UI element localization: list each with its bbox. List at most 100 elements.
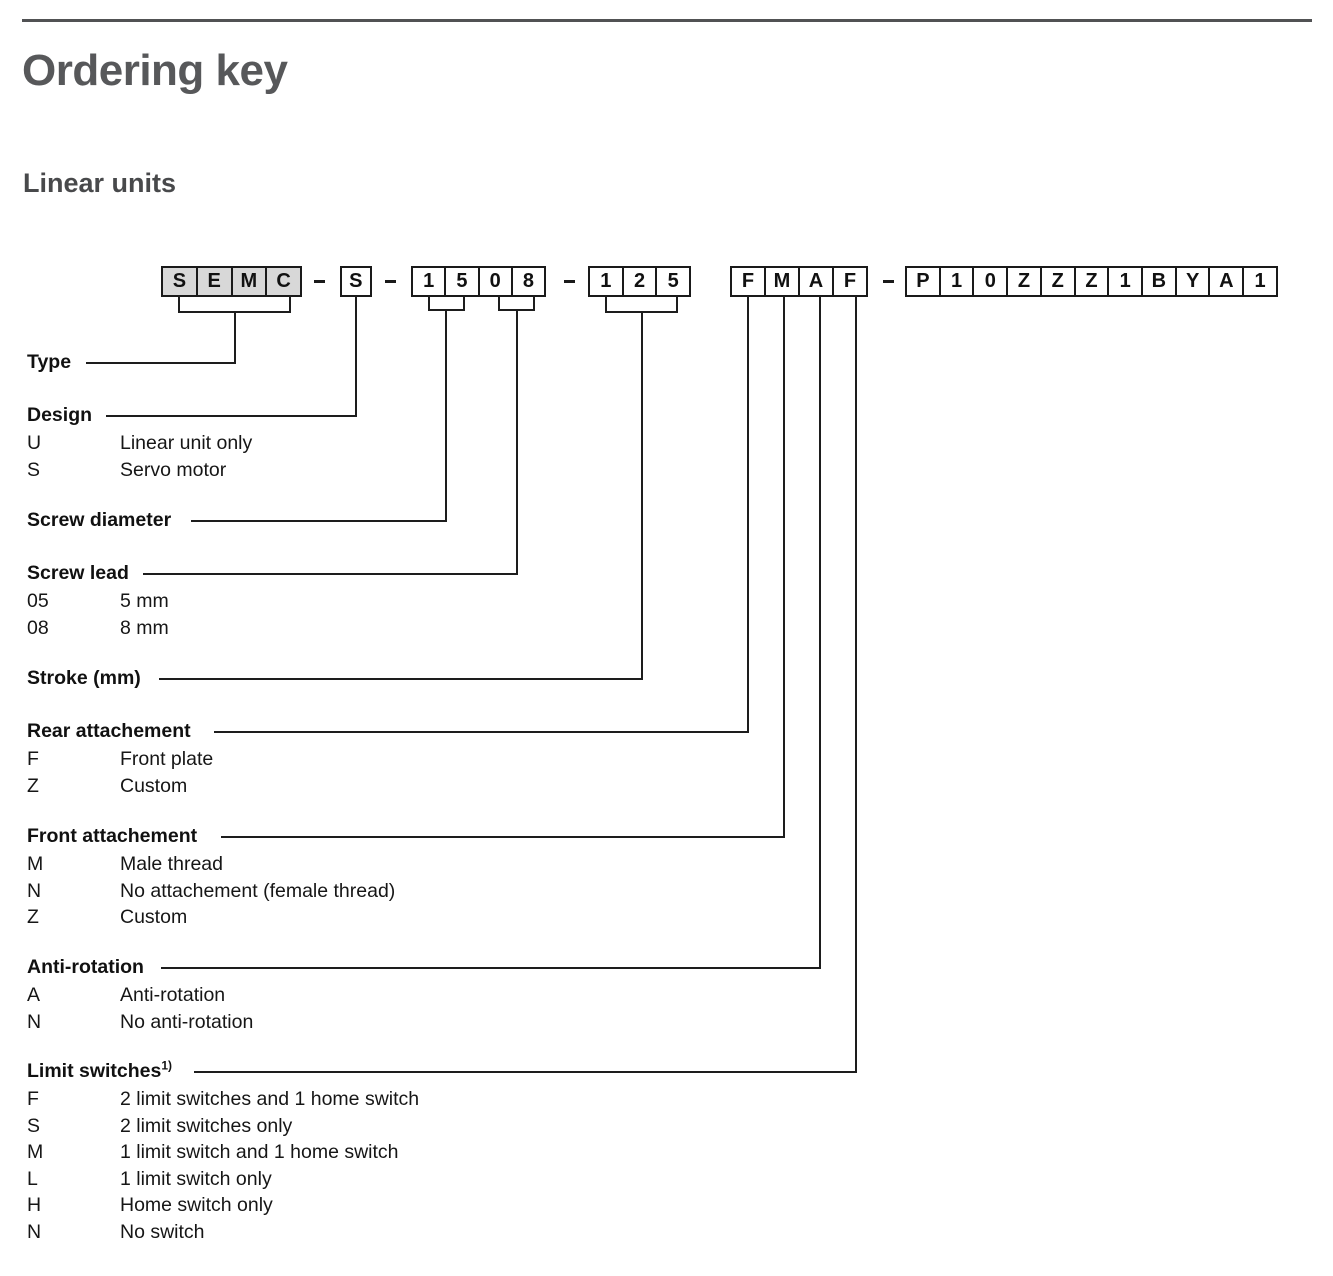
label-line bbox=[214, 731, 749, 733]
label-line bbox=[191, 520, 448, 522]
option-code: Z bbox=[27, 774, 39, 797]
part-char-box: 0 bbox=[477, 266, 513, 297]
part-char-box: 5 bbox=[655, 266, 692, 297]
connector-line bbox=[354, 296, 357, 417]
option-code: M bbox=[27, 1141, 44, 1164]
part-char-box: Z bbox=[1073, 266, 1110, 297]
part-char-box: 1 bbox=[1107, 266, 1144, 297]
separator-dash bbox=[385, 280, 396, 283]
connector-line bbox=[819, 296, 821, 969]
option-code: S bbox=[27, 458, 41, 481]
section-label-anti-rotation: Anti-rotation bbox=[27, 956, 144, 978]
bracket-stub bbox=[178, 295, 181, 313]
option-description: Custom bbox=[120, 906, 188, 929]
option-code: U bbox=[27, 432, 42, 454]
part-char-box: 1 bbox=[1242, 266, 1278, 297]
bracket-stub bbox=[604, 295, 607, 313]
bracket-stub bbox=[533, 295, 536, 311]
option-code: N bbox=[27, 1221, 42, 1243]
label-line bbox=[221, 836, 785, 838]
part-char-box: Z bbox=[1006, 266, 1042, 297]
bracket-stub bbox=[498, 295, 501, 311]
option-code: N bbox=[27, 879, 42, 902]
option-description: Linear unit only bbox=[120, 432, 253, 454]
label-line bbox=[106, 415, 357, 417]
section-label-rear-attachement: Rear attachement bbox=[27, 720, 191, 742]
connector-line bbox=[515, 309, 518, 575]
option-code: L bbox=[27, 1167, 38, 1190]
page-title: Ordering key bbox=[22, 46, 288, 95]
label-line bbox=[143, 573, 518, 575]
option-code: Z bbox=[27, 906, 39, 929]
part-char-box: A bbox=[798, 266, 834, 297]
bracket-stub bbox=[676, 295, 679, 313]
part-char-box: 1 bbox=[411, 266, 447, 297]
part-char-box: M bbox=[764, 266, 800, 297]
option-description: 1 limit switch only bbox=[120, 1167, 272, 1190]
label-line bbox=[86, 362, 236, 364]
bracket-stub bbox=[462, 295, 465, 311]
option-description: No attachement (female thread) bbox=[120, 879, 396, 902]
bracket-stub bbox=[427, 295, 430, 311]
option-description: 8 mm bbox=[120, 616, 169, 639]
option-description: 1 limit switch and 1 home switch bbox=[120, 1141, 399, 1164]
part-char-box: 2 bbox=[621, 266, 658, 297]
section-label-type: Type bbox=[27, 351, 72, 373]
section-label-design: Design bbox=[27, 404, 93, 426]
option-description: Anti-rotation bbox=[120, 984, 226, 1006]
section-label-screw-diameter: Screw diameter bbox=[27, 509, 172, 531]
part-char-box: B bbox=[1141, 266, 1177, 297]
option-description: 5 mm bbox=[120, 590, 169, 612]
connector-line bbox=[233, 311, 236, 364]
label-line bbox=[159, 678, 643, 680]
option-code: H bbox=[27, 1194, 42, 1217]
label-line bbox=[194, 1071, 857, 1073]
connector-line bbox=[783, 296, 785, 838]
part-char-box: Y bbox=[1174, 266, 1211, 297]
footnote-marker: 1) bbox=[161, 1058, 173, 1073]
option-code: S bbox=[27, 1114, 41, 1137]
option-description: No switch bbox=[120, 1221, 205, 1243]
option-code: M bbox=[27, 853, 44, 875]
part-char-box: 8 bbox=[510, 266, 546, 297]
part-char-box: S bbox=[161, 266, 198, 297]
connector-line bbox=[747, 296, 749, 733]
option-code: 05 bbox=[27, 590, 49, 612]
part-char-box: F bbox=[832, 266, 868, 297]
section-heading: Linear units bbox=[23, 168, 177, 198]
section-label-limit-switches: Limit switches1) bbox=[27, 1058, 173, 1083]
option-description: Male thread bbox=[120, 853, 223, 875]
part-char-box: F bbox=[730, 266, 766, 297]
option-description: 2 limit switches only bbox=[120, 1114, 293, 1137]
option-code: N bbox=[27, 1010, 42, 1033]
option-description: Servo motor bbox=[120, 458, 227, 481]
part-char-box: C bbox=[265, 266, 302, 297]
label-line bbox=[161, 967, 821, 969]
option-code: F bbox=[27, 1088, 39, 1110]
part-char-box: 0 bbox=[972, 266, 1009, 297]
part-char-box: E bbox=[195, 266, 233, 297]
option-code: A bbox=[27, 984, 41, 1006]
top-rule bbox=[22, 19, 1312, 22]
option-code: 08 bbox=[27, 616, 49, 639]
option-description: Front plate bbox=[120, 748, 214, 770]
connector-line bbox=[855, 296, 857, 1073]
option-description: 2 limit switches and 1 home switch bbox=[120, 1088, 420, 1110]
part-char-box: 1 bbox=[938, 266, 975, 297]
section-label-front-attachement: Front attachement bbox=[27, 825, 198, 847]
option-description: Home switch only bbox=[120, 1194, 273, 1217]
part-char-box: Z bbox=[1039, 266, 1076, 297]
section-label-stroke-mm: Stroke (mm) bbox=[27, 667, 141, 689]
option-code: F bbox=[27, 748, 39, 770]
connector-line bbox=[640, 311, 643, 680]
part-char-box: S bbox=[340, 266, 372, 297]
part-char-box: 1 bbox=[588, 266, 624, 297]
part-char-box: A bbox=[1208, 266, 1245, 297]
separator-dash bbox=[564, 280, 575, 283]
